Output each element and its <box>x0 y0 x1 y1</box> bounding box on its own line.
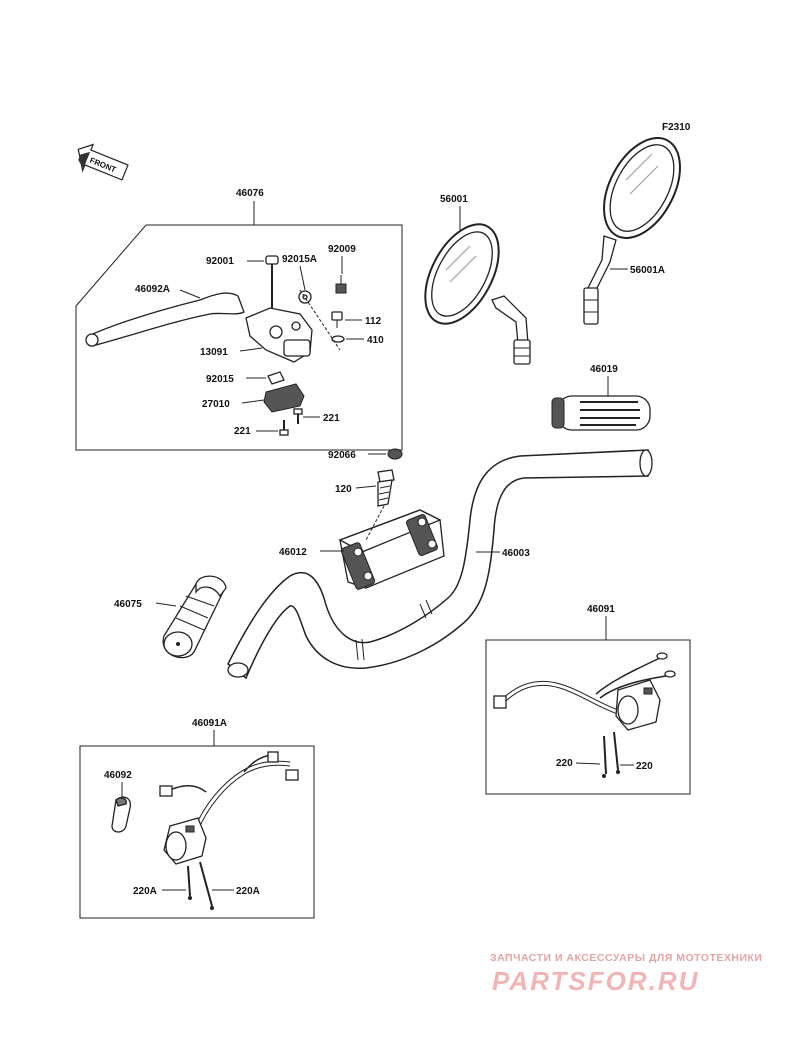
label-92001: 92001 <box>206 256 234 267</box>
label-13091: 13091 <box>200 347 228 358</box>
label-220A-right: 220A <box>236 886 260 897</box>
right-grip-part <box>551 395 651 431</box>
label-46091A: 46091A <box>192 718 227 729</box>
label-112: 112 <box>365 316 382 327</box>
handlebar-part <box>227 449 649 680</box>
mirror-left-part <box>424 223 531 365</box>
right-switch-part <box>493 652 676 778</box>
mirror-right-part <box>583 137 681 325</box>
figure-code: F2310 <box>662 122 691 133</box>
label-92009: 92009 <box>328 244 356 255</box>
label-221-right: 221 <box>323 413 340 424</box>
label-46075: 46075 <box>114 599 142 610</box>
label-120: 120 <box>335 484 352 495</box>
label-46092: 46092 <box>104 770 132 781</box>
label-46076: 46076 <box>236 188 264 199</box>
brake-lever-part <box>86 292 245 346</box>
label-220-right: 220 <box>636 761 653 772</box>
label-46019: 46019 <box>590 364 618 375</box>
left-grip-part <box>162 575 227 659</box>
label-46091: 46091 <box>587 604 615 615</box>
bolt-cap-part <box>387 448 403 460</box>
label-46003: 46003 <box>502 548 530 559</box>
label-220-left: 220 <box>556 758 573 769</box>
label-410: 410 <box>367 335 384 346</box>
label-56001: 56001 <box>440 194 468 205</box>
label-221-left: 221 <box>234 426 251 437</box>
label-46012: 46012 <box>279 547 307 558</box>
watermark-tagline: ЗАПЧАСТИ И АКСЕССУАРЫ ДЛЯ МОТОТЕХНИКИ <box>490 952 762 964</box>
clamp-bolt-part <box>365 469 395 541</box>
handlebar-clamp-part <box>338 509 445 590</box>
label-220A-left: 220A <box>133 886 157 897</box>
brake-lever-group-box <box>75 224 403 451</box>
left-switch-group-box <box>79 745 315 919</box>
left-switch-part <box>159 751 299 910</box>
label-46092A: 46092A <box>135 284 170 295</box>
label-56001A: 56001A <box>630 265 665 276</box>
front-arrow-icon: FRONT <box>77 143 129 181</box>
watermark-brand: PARTSFOR.RU <box>492 966 699 996</box>
label-27010: 27010 <box>202 399 230 410</box>
label-92015: 92015 <box>206 374 234 385</box>
label-92015A: 92015A <box>282 254 317 265</box>
switch-cover-part <box>111 796 131 833</box>
label-92066: 92066 <box>328 450 356 461</box>
right-switch-group-box <box>485 639 691 795</box>
